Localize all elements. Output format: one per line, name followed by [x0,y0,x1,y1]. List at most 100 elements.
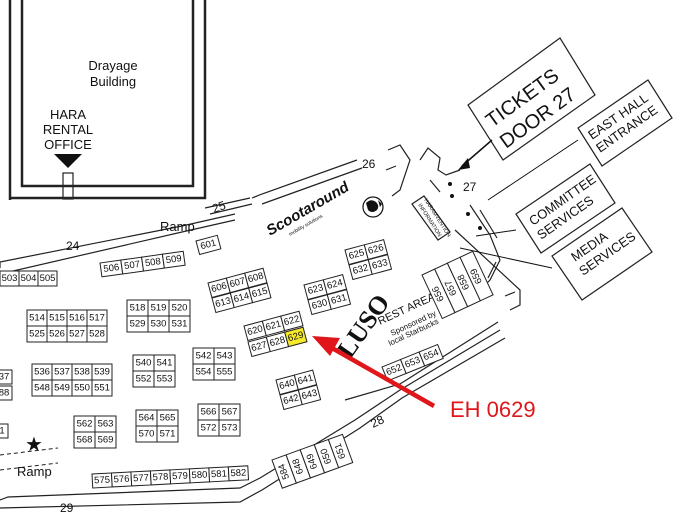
booth[interactable]: 562 [73,415,96,433]
booth[interactable]: 536 [31,363,53,381]
booth[interactable]: 642 [279,389,303,411]
booth[interactable]: 517 [86,309,108,327]
booth[interactable]: 506 [99,259,124,278]
booth-629-highlighted[interactable]: 629 [284,326,308,348]
booth[interactable]: 658 [446,256,482,308]
booth[interactable]: 575 [91,472,113,489]
booth[interactable]: 507 [120,256,145,275]
booth[interactable]: 580 [188,467,211,484]
booth[interactable]: 579 [169,468,191,485]
booth[interactable]: 505 [37,270,58,287]
booth[interactable]: 615 [248,282,272,304]
booth[interactable]: 529 [126,315,149,333]
booth[interactable]: 568 [73,431,96,449]
booth[interactable]: 578 [149,469,172,486]
booth[interactable]: 581 [208,466,230,483]
booth[interactable]: 548 [31,379,53,397]
booth[interactable]: 625 [344,244,369,266]
booth[interactable]: 641 [293,369,318,391]
booth[interactable]: 656 [421,268,456,320]
booth[interactable]: 584 [271,454,297,489]
booth[interactable]: 566 [197,403,220,421]
booth[interactable]: 582 [227,465,250,482]
booth[interactable]: 543 [213,347,236,365]
door-24-label: 24 [66,239,80,253]
booth[interactable]: 643 [297,384,322,406]
booth[interactable]: 601 [195,234,222,256]
booth[interactable]: 550 [71,379,93,397]
booth[interactable]: 553 [153,370,176,388]
booth[interactable]: 630 [307,294,332,316]
booth[interactable]: 552 [132,370,155,388]
booth-number: 628 [268,335,286,350]
booth[interactable]: 531 [168,315,191,333]
booth[interactable]: 528 [86,325,108,343]
booth[interactable]: 633 [367,254,393,275]
booth[interactable]: 565 [156,409,179,427]
booth[interactable]: 614 [229,287,254,309]
booth[interactable]: 657 [434,262,469,314]
booth[interactable]: 607 [225,272,250,294]
booth[interactable]: 573 [218,419,241,437]
booth[interactable]: 540 [132,354,155,372]
booth[interactable]: 515 [46,309,68,327]
booth[interactable]: 527 [66,325,88,343]
booth[interactable]: 514 [26,309,48,327]
booth[interactable]: 519 [147,299,170,317]
booth[interactable]: 508 [141,253,165,272]
booth[interactable]: 632 [348,259,373,281]
booth[interactable]: 576 [110,471,133,488]
booth[interactable]: 640 [275,374,299,396]
booth[interactable]: 520 [168,299,191,317]
booth[interactable]: 37 [0,369,13,385]
booth[interactable]: 571 [156,425,179,443]
booth[interactable]: 516 [66,309,88,327]
booth[interactable]: 624 [322,274,348,295]
booth[interactable]: 537 [51,363,73,381]
booth[interactable]: 650 [313,438,340,474]
booth[interactable]: 631 [326,289,352,310]
booth[interactable]: 577 [130,470,152,487]
booth[interactable]: 622 [280,310,304,332]
booth[interactable]: 648 [285,449,312,484]
booth[interactable]: 651 [327,433,354,469]
booth[interactable]: 626 [363,239,389,260]
booth[interactable]: 608 [244,267,268,289]
booth[interactable]: 518 [126,299,149,317]
booth[interactable]: 621 [261,315,286,337]
booth[interactable]: 542 [192,347,215,365]
booth-number: 625 [348,247,366,262]
booth[interactable]: 526 [46,325,68,343]
booth[interactable]: 1 [0,423,9,439]
booth[interactable]: 620 [243,320,267,342]
booth[interactable]: 539 [91,363,113,381]
booth[interactable]: 564 [135,409,158,427]
booth[interactable]: 504 [18,270,39,287]
booth-number: 529 [130,319,146,330]
booth[interactable]: 509 [161,250,186,269]
booth[interactable]: 503 [0,270,20,287]
booth-number: 568 [77,435,93,446]
booth[interactable]: 654 [418,343,444,367]
booth[interactable]: 627 [247,336,271,358]
booth[interactable]: 563 [94,415,117,433]
booth[interactable]: 613 [211,292,235,314]
booth[interactable]: 570 [135,425,158,443]
information-desk: HARAMVENTION INFORMATION [411,195,452,241]
booth[interactable]: 554 [192,363,215,381]
booth[interactable]: 551 [91,379,113,397]
booth[interactable]: 525 [26,325,48,343]
booth[interactable]: 606 [207,277,231,299]
booth[interactable]: 88 [0,385,13,401]
booth[interactable]: 541 [153,354,176,372]
booth[interactable]: 555 [213,363,236,381]
booth[interactable]: 538 [71,363,93,381]
booth[interactable]: 569 [94,431,117,449]
booth[interactable]: 567 [218,403,241,421]
booth-box [94,431,117,449]
booth[interactable]: 652 [381,358,407,382]
booth[interactable]: 572 [197,419,220,437]
booth[interactable]: 659 [459,250,494,302]
booth[interactable]: 549 [51,379,73,397]
booth[interactable]: 530 [147,315,170,333]
